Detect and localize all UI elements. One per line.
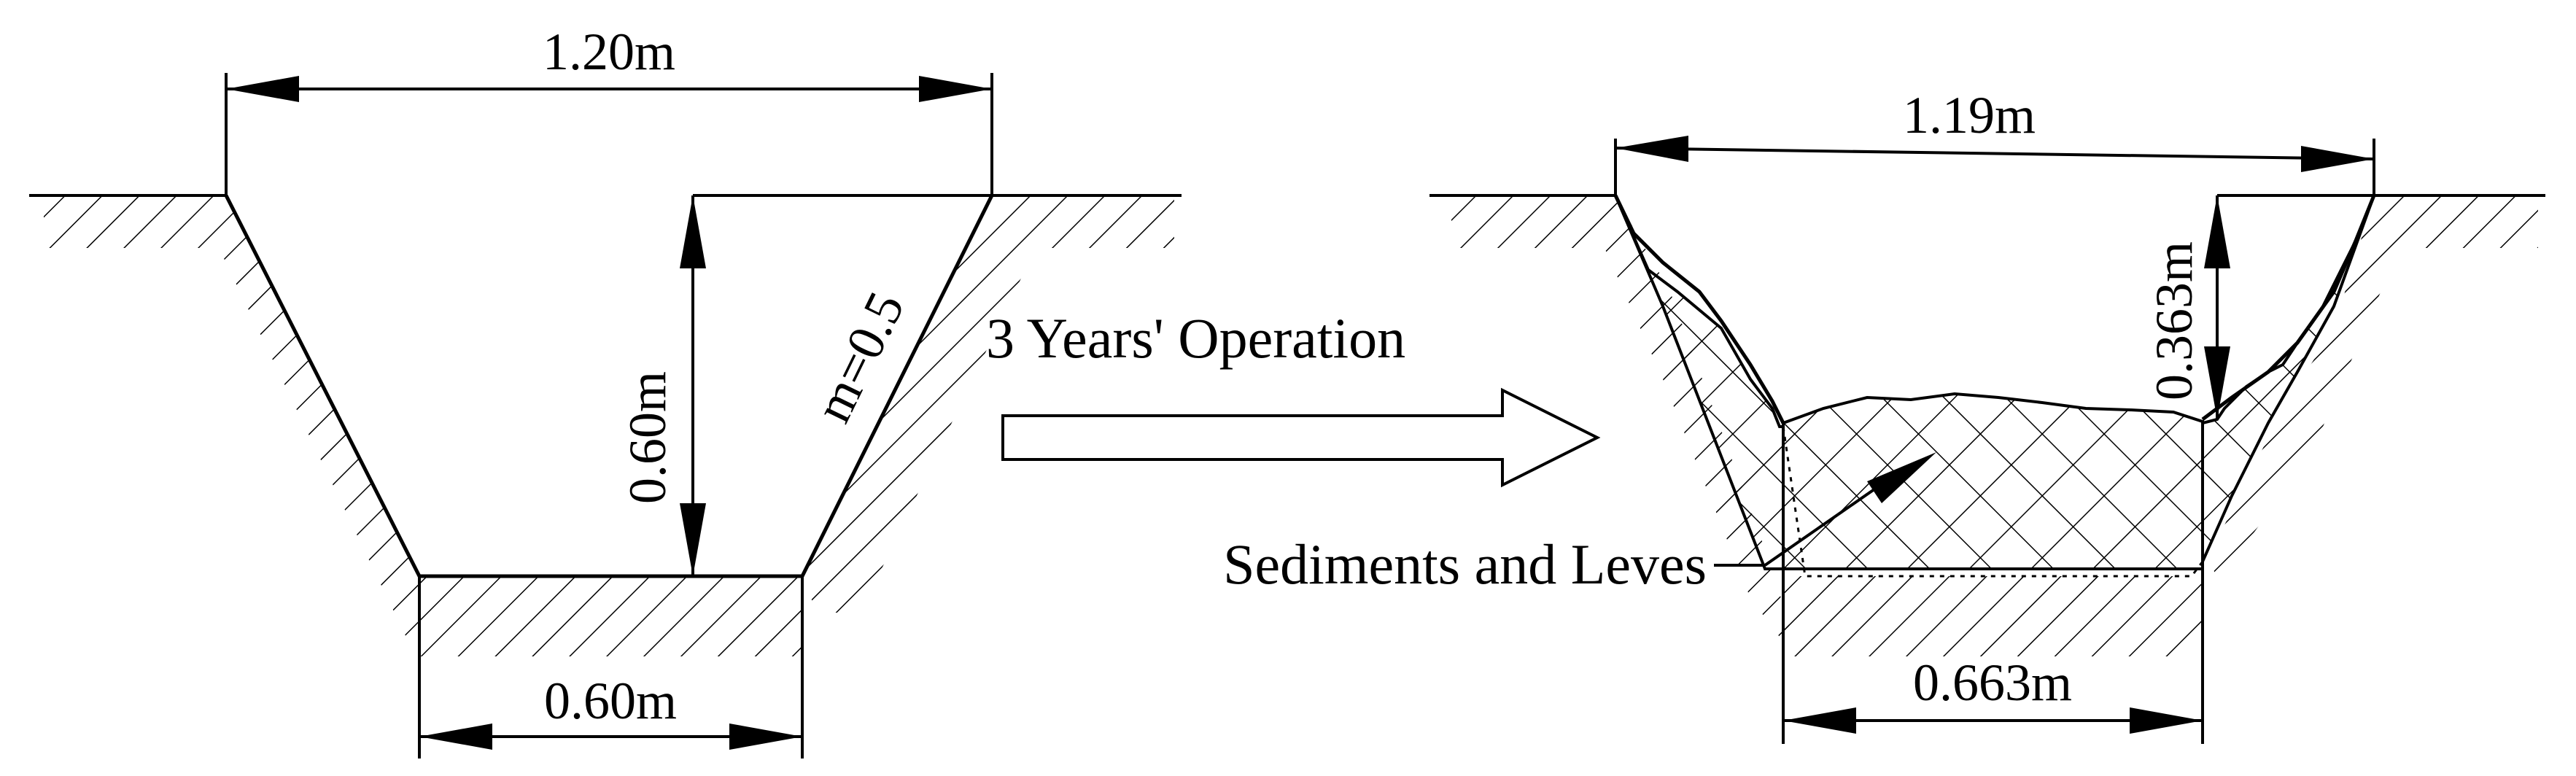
right-sediment-body — [1782, 392, 2204, 570]
left-depth-arrow-bottom — [680, 503, 706, 576]
transition-group: 3 Years' Operation — [986, 306, 1601, 488]
right-depth-label: 0.363m — [2145, 241, 2203, 400]
right-top-arrow-right — [2301, 146, 2374, 172]
left-canal-section: 1.20m 0.60m m=0.5 0.60m — [29, 23, 1182, 758]
left-bottom-arrow-right — [729, 723, 802, 750]
transition-label: 3 Years' Operation — [986, 306, 1405, 370]
transition-arrow-icon — [1001, 387, 1601, 488]
left-canal-profile — [224, 194, 994, 578]
sediment-annotation-label: Sediments and Leves — [1223, 532, 1707, 596]
right-soil-hatch-right — [2210, 197, 2538, 583]
right-original-profile — [1782, 426, 2204, 578]
right-canal-section: 1.19m 0.363m Sediments and Leves 0.663m — [1223, 86, 2545, 744]
left-depth-arrow-top — [680, 195, 706, 268]
right-bottom-arrow-right — [2130, 707, 2203, 734]
right-sediment-left-bank — [1614, 195, 1785, 570]
left-bottom-width-label: 0.60m — [544, 672, 677, 730]
right-bank-profile-right — [2201, 195, 2376, 421]
left-top-width-label: 1.20m — [543, 23, 675, 81]
right-bottom-width-label: 0.663m — [1913, 653, 2072, 712]
left-soil-hatch-left — [44, 197, 419, 642]
right-depth-arrow-bottom — [2204, 346, 2230, 419]
left-soil-hatch-bottom — [419, 576, 802, 656]
left-top-arrow-left — [226, 76, 299, 102]
right-soil-hatch-left — [1451, 197, 1794, 642]
annotation-arrow-icon — [1867, 452, 1936, 503]
left-bottom-arrow-left — [419, 723, 492, 750]
left-top-arrow-right — [919, 76, 992, 102]
right-depth-arrow-top — [2204, 195, 2230, 268]
right-soil-hatch-bottom — [1783, 576, 2203, 656]
right-top-arrow-left — [1615, 136, 1688, 162]
right-bank-profile-left — [1613, 194, 1785, 424]
left-soil-hatch-right — [802, 197, 1174, 613]
left-depth-label: 0.60m — [618, 371, 677, 504]
right-top-width-dimension — [1615, 147, 2375, 160]
right-top-width-label: 1.19m — [1903, 86, 2036, 144]
right-bottom-arrow-left — [1783, 707, 1856, 734]
right-sediment-right-bank — [2201, 195, 2375, 562]
